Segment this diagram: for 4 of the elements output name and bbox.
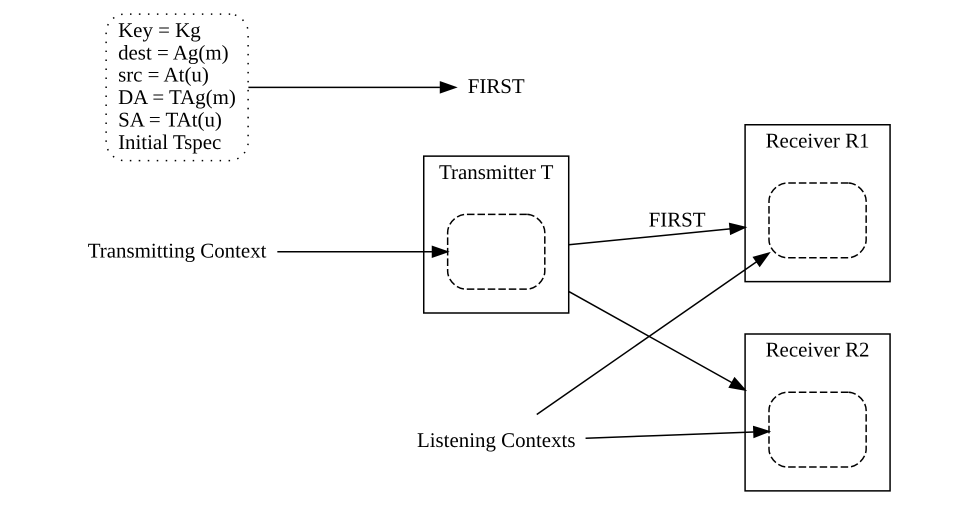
- node-text: Listening Contexts: [416, 428, 576, 452]
- node-text: Transmitting Context: [88, 238, 266, 262]
- edge-label: FIRST: [648, 208, 706, 232]
- node-text: FIRST: [468, 74, 525, 98]
